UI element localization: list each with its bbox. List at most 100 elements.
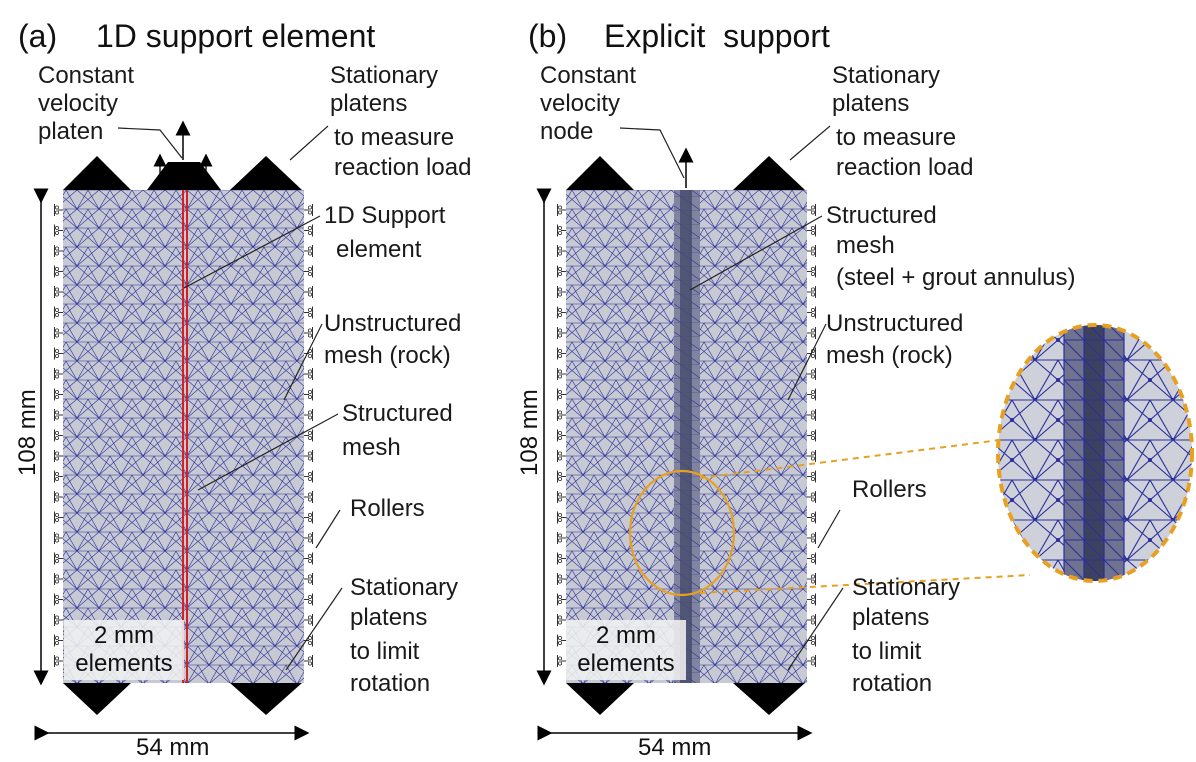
roller-icon bbox=[557, 306, 566, 319]
roller-icon bbox=[304, 224, 313, 237]
label-stationary-bot-a-1: Stationary bbox=[350, 574, 459, 601]
roller-icon bbox=[807, 204, 816, 216]
label-stationary-bot-b-4: rotation bbox=[852, 670, 933, 697]
label-stationary-bot-a-2: platens bbox=[350, 604, 428, 631]
label-stationary-bot-a-3: to limit bbox=[350, 638, 420, 665]
roller-icon bbox=[807, 429, 816, 442]
roller-icon bbox=[304, 204, 313, 216]
roller-icon bbox=[54, 265, 63, 278]
label-stationary-top-b-2: platens bbox=[832, 90, 910, 117]
zoom-ellipse-border bbox=[996, 323, 1194, 583]
roller-icon bbox=[557, 450, 566, 462]
leader-unstructured-b bbox=[787, 323, 827, 401]
roller-icon bbox=[557, 327, 566, 339]
label-structured-b-2: mesh bbox=[836, 232, 895, 259]
roller-icon bbox=[304, 511, 313, 524]
leader-support-a bbox=[183, 215, 321, 289]
element-size-b-1: 2 mm bbox=[596, 622, 656, 649]
roller-icon bbox=[807, 491, 816, 503]
leader-constant-b bbox=[619, 127, 685, 179]
platen-top-right-a bbox=[230, 156, 302, 190]
roller-icon bbox=[807, 655, 816, 667]
roller-icon bbox=[304, 327, 313, 339]
roller-icon bbox=[807, 532, 816, 544]
label-structured-b-3: (steel + grout annulus) bbox=[836, 264, 1076, 291]
label-support-a-1: 1D Support bbox=[324, 202, 446, 229]
roller-icon bbox=[807, 573, 816, 585]
roller-icon bbox=[54, 614, 63, 626]
label-constant-b-2: velocity bbox=[540, 90, 621, 117]
roller-icon bbox=[807, 286, 816, 298]
roller-icon bbox=[304, 286, 313, 298]
height-dim-a: 108 mm bbox=[14, 389, 41, 476]
roller-icon bbox=[807, 450, 816, 462]
roller-icon bbox=[557, 470, 566, 483]
roller-icon bbox=[557, 368, 566, 380]
roller-icon bbox=[807, 265, 816, 278]
roller-icon bbox=[54, 593, 63, 606]
label-stationary-top-a-4: reaction load bbox=[334, 154, 472, 181]
label-stationary-bot-a-4: rotation bbox=[350, 670, 431, 697]
roller-icon bbox=[304, 614, 313, 626]
roller-icon bbox=[304, 573, 313, 585]
roller-icon bbox=[304, 532, 313, 544]
roller-icon bbox=[557, 409, 566, 421]
roller-icon bbox=[54, 224, 63, 237]
roller-icon bbox=[304, 634, 313, 647]
leader-structured-b bbox=[689, 215, 823, 291]
label-structured-a-1: Structured bbox=[342, 400, 453, 427]
label-constant-a-3: platen bbox=[38, 118, 104, 145]
roller-icon bbox=[304, 450, 313, 462]
element-size-a-1: 2 mm bbox=[94, 622, 154, 649]
roller-icon bbox=[304, 552, 313, 565]
rollers-a bbox=[54, 204, 313, 667]
roller-icon bbox=[807, 306, 816, 319]
roller-icon bbox=[54, 470, 63, 483]
roller-icon bbox=[54, 573, 63, 585]
zoom-view bbox=[998, 325, 1192, 581]
roller-icon bbox=[557, 204, 566, 216]
label-stationary-bot-b-1: Stationary bbox=[852, 574, 961, 601]
roller-icon bbox=[807, 327, 816, 339]
roller-icon bbox=[557, 655, 566, 667]
label-stationary-top-b-1: Stationary bbox=[832, 62, 941, 89]
roller-icon bbox=[54, 286, 63, 298]
roller-icon bbox=[807, 593, 816, 606]
width-dim-b: 54 mm bbox=[638, 734, 712, 761]
roller-icon bbox=[807, 409, 816, 421]
roller-icon bbox=[54, 429, 63, 442]
width-dim-a: 54 mm bbox=[136, 734, 210, 761]
leader-rollers-b bbox=[817, 509, 841, 549]
roller-icon bbox=[557, 593, 566, 606]
roller-icon bbox=[807, 388, 816, 401]
leader-rollers-a bbox=[315, 509, 341, 549]
roller-icon bbox=[807, 552, 816, 565]
roller-icon bbox=[557, 532, 566, 544]
label-stationary-top-b-4: reaction load bbox=[836, 154, 974, 181]
panel-a-title: 1D support element bbox=[96, 18, 376, 54]
roller-icon bbox=[54, 491, 63, 503]
panel-b-tag: (b) bbox=[528, 18, 568, 54]
label-support-a-2: element bbox=[336, 236, 422, 263]
leader-unstructured-a bbox=[283, 323, 323, 401]
panel-a bbox=[33, 120, 343, 741]
callout-line-bottom bbox=[699, 574, 1031, 594]
roller-icon bbox=[54, 532, 63, 544]
label-rollers-a: Rollers bbox=[350, 495, 425, 522]
element-size-box-b: 2 mm elements bbox=[566, 620, 686, 680]
label-constant-b-1: Constant bbox=[540, 62, 637, 89]
label-stationary-top-a-1: Stationary bbox=[330, 62, 439, 89]
roller-icon bbox=[557, 634, 566, 647]
roller-icon bbox=[54, 450, 63, 462]
roller-icon bbox=[557, 614, 566, 626]
roller-icon bbox=[807, 224, 816, 237]
platen-bot-right-b bbox=[733, 683, 805, 715]
roller-icon bbox=[54, 409, 63, 421]
roller-icon bbox=[54, 634, 63, 647]
roller-icon bbox=[304, 491, 313, 503]
roller-icon bbox=[54, 552, 63, 565]
roller-icon bbox=[557, 347, 566, 360]
platen-top-mid-a bbox=[147, 162, 221, 190]
label-rollers-b: Rollers bbox=[852, 476, 927, 503]
roller-icon bbox=[304, 429, 313, 442]
